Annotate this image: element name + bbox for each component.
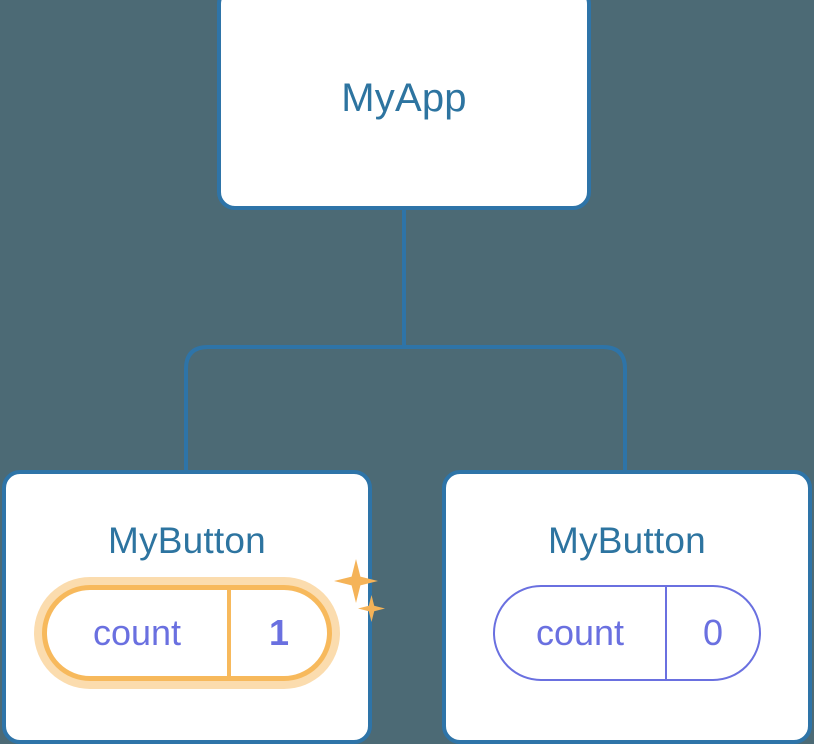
edge-branch-right xyxy=(404,345,627,470)
node-myapp-title: MyApp xyxy=(341,76,467,120)
state-pill-left-wrap: count 1 xyxy=(42,559,385,681)
state-pill-left[interactable]: count 1 xyxy=(42,585,332,681)
state-pill-right-value: 0 xyxy=(665,587,759,679)
state-pill-right-wrap: count 0 xyxy=(493,585,761,681)
sparkle-large-icon xyxy=(334,559,378,603)
node-mybutton-left-title: MyButton xyxy=(108,520,266,561)
node-mybutton-right-title: MyButton xyxy=(548,520,706,561)
state-pill-right[interactable]: count 0 xyxy=(493,585,761,681)
node-mybutton-left[interactable]: MyButton count 1 xyxy=(2,470,385,744)
node-myapp[interactable]: MyApp xyxy=(217,0,591,210)
state-pill-left-key: count xyxy=(92,612,182,653)
node-mybutton-right[interactable]: MyButton count 0 xyxy=(442,470,812,744)
edge-branch-left xyxy=(184,345,404,470)
state-pill-right-key: count xyxy=(535,612,625,653)
state-pill-left-value: 1 xyxy=(227,590,327,676)
